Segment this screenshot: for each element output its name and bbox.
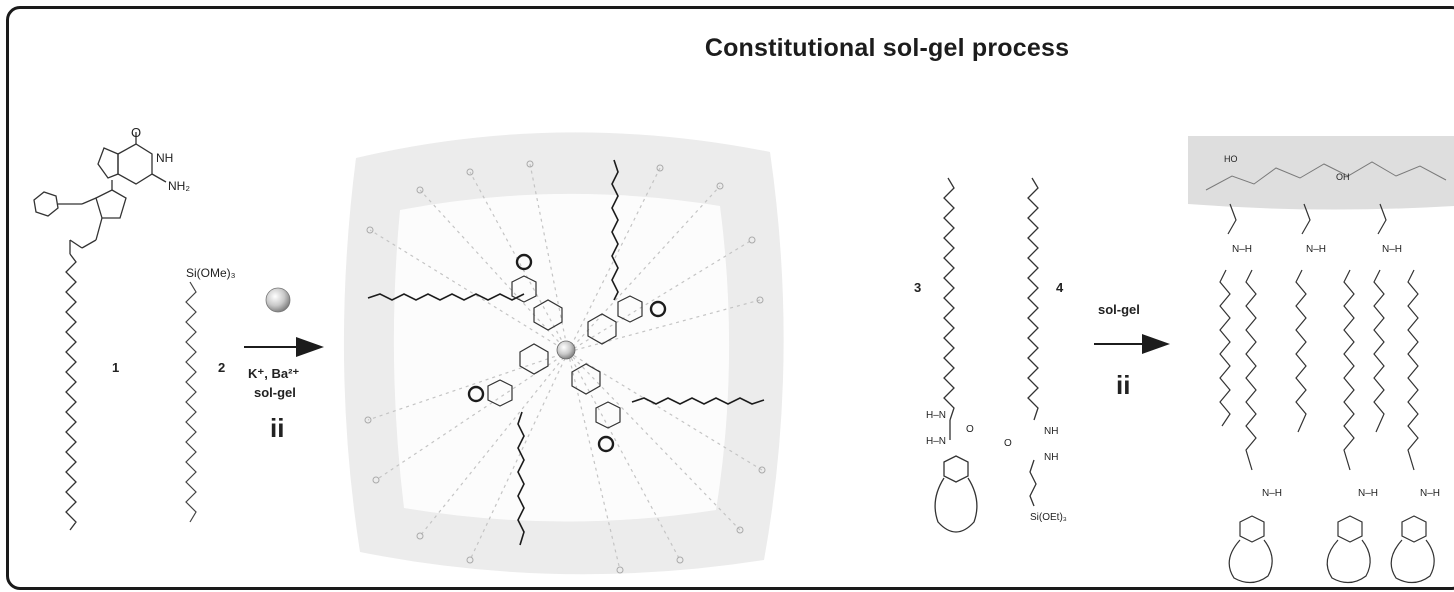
compound-3-structure [934, 177, 978, 533]
c1-o-label: O [131, 125, 141, 140]
c4-nh-b-label: NH [1044, 452, 1058, 463]
central-cation-icon [556, 340, 576, 360]
c4-nh-a-label: NH [1044, 426, 1058, 437]
compound-1-structure [33, 132, 167, 531]
c3-nh-a-label: H–N [926, 410, 946, 421]
urea-nh-label-4: N–H [1262, 488, 1282, 499]
c4-silyl-label: Si(OEt)₃ [1030, 512, 1067, 523]
c3-o-label: O [966, 424, 974, 435]
urea-nh-label-1: N–H [1232, 244, 1252, 255]
gel-assembly-diagram [343, 132, 784, 575]
arrow1-solgel-label: sol-gel [254, 385, 296, 400]
compound-1-number: 1 [112, 360, 119, 375]
c1-nh-label: NH [156, 151, 173, 165]
c2-silyl-label: Si(OMe)₃ [186, 266, 236, 280]
c3-nh-b-label: H–N [926, 436, 946, 447]
arrow2-solgel-label: sol-gel [1098, 302, 1140, 317]
figure-title: Constitutional sol-gel process [704, 34, 1070, 62]
arrow1-step-label: ii [270, 413, 284, 443]
compound-3-number: 3 [914, 280, 921, 295]
c1-nh2-label: NH₂ [168, 179, 190, 193]
metal-cation-sphere-icon [265, 287, 291, 313]
silica-ho-label: HO [1224, 154, 1238, 164]
arrow2-step-label: ii [1116, 370, 1130, 400]
compound-2-number: 2 [218, 360, 225, 375]
arrow1-cations-label: K⁺, Ba²⁺ [248, 366, 299, 381]
urea-nh-label-2: N–H [1306, 244, 1326, 255]
silica-oh-label: OH [1336, 172, 1350, 182]
urea-nh-label-3: N–H [1382, 244, 1402, 255]
urea-nh-label-5: N–H [1358, 488, 1378, 499]
product-hybrid-material [1188, 136, 1454, 584]
c4-o-label: O [1004, 438, 1012, 449]
compound-4-structure [1027, 177, 1039, 507]
compound-2-structure [185, 281, 197, 523]
compound-4-number: 4 [1056, 280, 1064, 295]
urea-nh-label-6: N–H [1420, 488, 1440, 499]
